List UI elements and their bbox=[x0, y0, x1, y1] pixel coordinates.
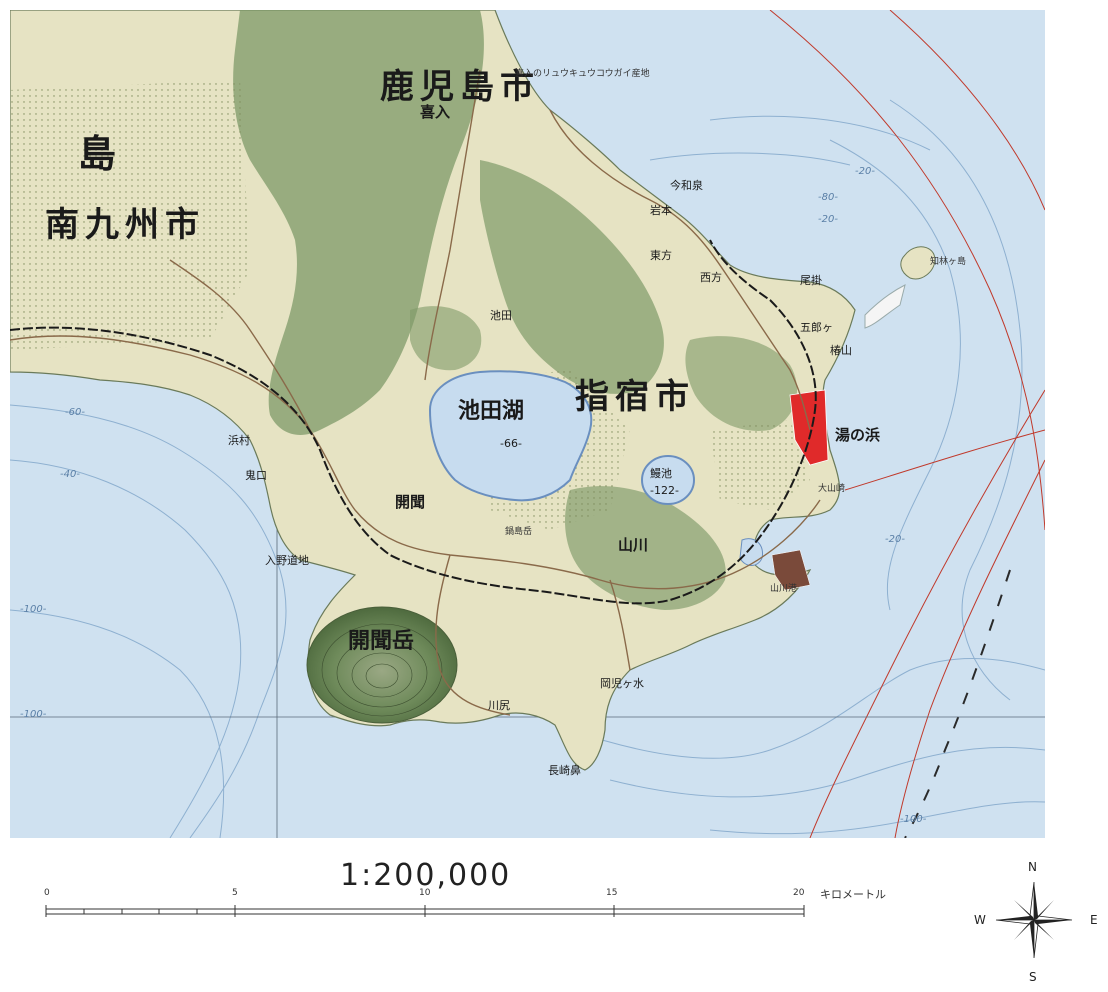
label-kakuradake: 鍋島岳 bbox=[505, 527, 533, 537]
label-iriya: 入野道地 bbox=[265, 554, 309, 567]
label-ryukyu-note: 喜入のリュウキュウコウガイ産地 bbox=[515, 69, 650, 79]
label-imaizumi: 今和泉 bbox=[670, 179, 703, 192]
label-higashikata: 東方 bbox=[650, 249, 672, 262]
compass-rose: N S E W bbox=[972, 860, 1098, 985]
compass-north: N bbox=[1028, 860, 1037, 874]
label-onoki: 尾掛 bbox=[800, 274, 822, 287]
depth-label: -60- bbox=[65, 407, 85, 418]
compass-star-icon bbox=[995, 881, 1073, 959]
label-yamakawa: 山川 bbox=[618, 536, 649, 554]
map-canvas bbox=[10, 10, 1045, 838]
label-kiire: 喜入 bbox=[420, 103, 451, 121]
depth-label: -100- bbox=[20, 709, 47, 720]
label-oyama: 大山崎 bbox=[818, 484, 846, 494]
label-mt-kaimon: 開聞岳 bbox=[348, 628, 415, 654]
label-lake-unagi: 鰻池 bbox=[650, 467, 672, 480]
label-yunohama: 湯の浜 bbox=[835, 426, 881, 444]
forest-areas bbox=[233, 10, 484, 435]
scale-tick-label: 20 bbox=[793, 888, 805, 898]
label-kawashiri: 川尻 bbox=[488, 699, 510, 712]
label-nagasakibana: 長崎鼻 bbox=[548, 764, 581, 777]
lake-unagi bbox=[641, 455, 695, 505]
label-minamikyushu-city: 南九州市 bbox=[45, 205, 205, 245]
label-onigu: 鬼口 bbox=[245, 469, 267, 482]
label-kagoshima-city: 鹿児島市 bbox=[380, 67, 540, 107]
compass-east: E bbox=[1090, 913, 1098, 927]
depth-label: -40- bbox=[60, 469, 80, 480]
scale-tick-label: 5 bbox=[232, 888, 238, 898]
label-iwamoto: 岩本 bbox=[650, 204, 672, 217]
label-yamakawa-port: 山川港 bbox=[770, 584, 798, 594]
compass-west: W bbox=[974, 913, 986, 927]
label-lake-ikeda: 池田湖 bbox=[458, 398, 525, 424]
label-gorouguchi: 五郎ヶ bbox=[800, 321, 833, 334]
scale-ratio: 1:200,000 bbox=[340, 858, 512, 893]
depth-label: -20- bbox=[855, 166, 875, 177]
label-okanohachi: 岡児ヶ水 bbox=[600, 677, 644, 690]
scale-unit: キロメートル bbox=[820, 888, 886, 901]
scale-tick-label: 10 bbox=[419, 888, 431, 898]
compass-south: S bbox=[1029, 970, 1037, 984]
label-hamamura: 浜村 bbox=[228, 434, 250, 447]
label-kaimon: 開聞 bbox=[395, 493, 426, 511]
depth-label: -80- bbox=[818, 192, 838, 203]
scale-tick-label: 0 bbox=[44, 888, 50, 898]
topographic-map[interactable]: 鹿児島市 指宿市 南九州市 島 池田湖 -66- 鰻池 -122- 開聞岳 開聞… bbox=[10, 10, 1045, 838]
label-lake-ikeda-depth: -66- bbox=[500, 437, 522, 450]
depth-label: -20- bbox=[885, 534, 905, 545]
label-tsubakiyama: 椿山 bbox=[830, 344, 852, 357]
depth-label: -20- bbox=[818, 214, 838, 225]
label-ikeda: 池田 bbox=[490, 309, 512, 322]
scale-bar bbox=[45, 905, 805, 917]
label-chiringashima: 知林ヶ島 bbox=[930, 257, 967, 267]
label-nishikata: 西方 bbox=[700, 271, 722, 284]
label-shima: 島 bbox=[78, 131, 123, 176]
depth-label: -100- bbox=[900, 814, 927, 825]
label-lake-unagi-depth: -122- bbox=[650, 484, 679, 497]
scale-tick-label: 15 bbox=[606, 888, 618, 898]
depth-label: -100- bbox=[20, 604, 47, 615]
lake-ikeda bbox=[428, 370, 593, 502]
label-ibusuki-city: 指宿市 bbox=[575, 377, 695, 417]
